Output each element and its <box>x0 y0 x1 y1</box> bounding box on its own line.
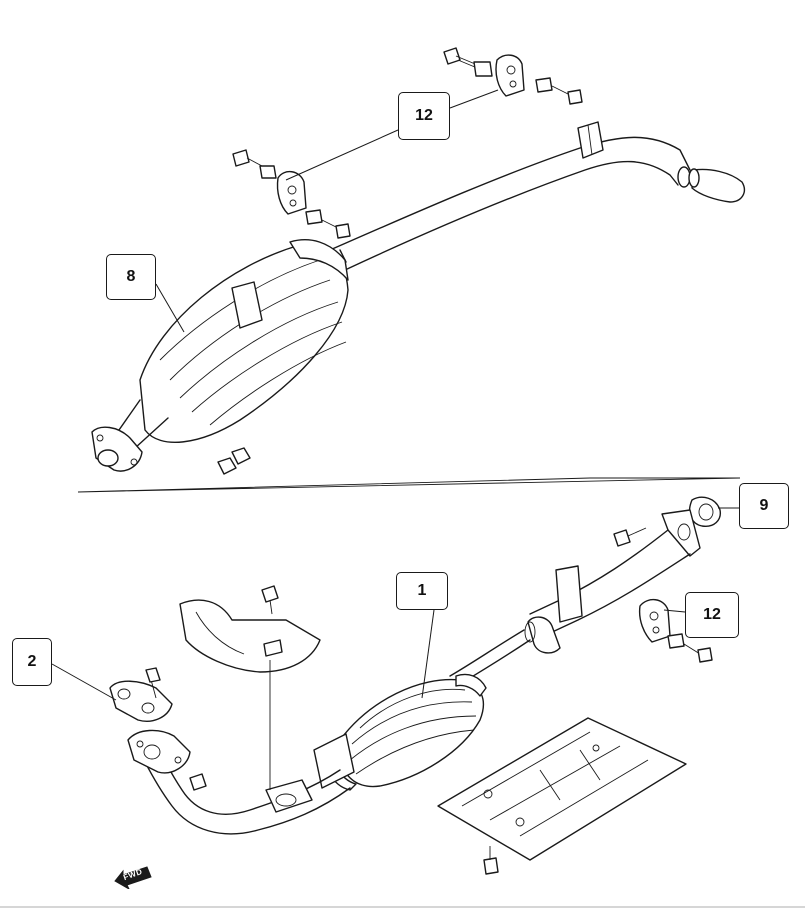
upper-hanger-hardware <box>443 47 583 105</box>
leader-1 <box>421 609 435 699</box>
lower-heat-shield-top <box>179 585 321 790</box>
leader-12-lower <box>663 609 686 613</box>
callout-8[interactable]: 8 <box>106 254 156 300</box>
forward-direction-marker: FWD <box>113 863 153 889</box>
bottom-divider <box>0 906 805 908</box>
callout-1[interactable]: 1 <box>396 572 448 610</box>
callout-2[interactable]: 2 <box>12 638 52 686</box>
lower-catalytic-converter <box>313 629 531 791</box>
leader-8 <box>155 283 185 333</box>
upper-catalytic-converter <box>91 239 349 475</box>
lower-hanger-hardware <box>638 599 713 663</box>
lower-front-flange <box>613 496 721 557</box>
leader-2 <box>51 663 117 701</box>
lower-gasket <box>109 667 173 722</box>
callout-9[interactable]: 9 <box>739 483 789 529</box>
leader-12-upper-b <box>285 129 399 181</box>
upper-assembly <box>77 47 746 493</box>
lower-assembly <box>51 496 739 875</box>
lower-front-pipe <box>127 729 351 835</box>
callout-12-upper[interactable]: 12 <box>398 92 450 140</box>
leader-12-upper-a <box>449 89 499 109</box>
lower-floor-heat-shield <box>437 717 687 875</box>
section-divider-line <box>77 477 741 493</box>
upper-tail-pipe <box>329 121 746 271</box>
callout-12-lower[interactable]: 12 <box>685 592 739 638</box>
middle-hanger-hardware <box>232 149 351 239</box>
forward-arrow-icon <box>114 866 152 889</box>
lower-intermediate-pipe <box>524 529 691 654</box>
